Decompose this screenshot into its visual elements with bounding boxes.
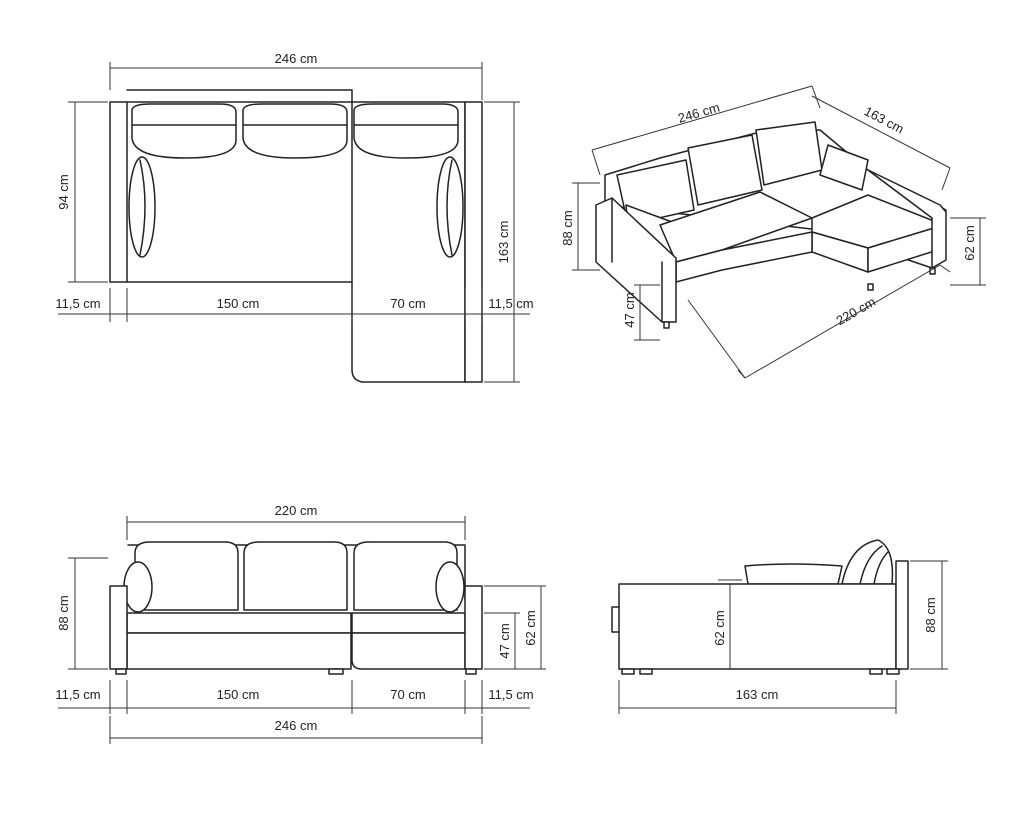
top-overall-width-label: 246 cm xyxy=(275,51,318,66)
side-depth-label: 163 cm xyxy=(736,687,779,702)
front-inner-width-label: 220 cm xyxy=(275,503,318,518)
front-seat-width-label: 150 cm xyxy=(217,687,260,702)
persp-front-width-label: 220 cm xyxy=(834,294,878,328)
persp-seat-height-label: 47 cm xyxy=(622,292,637,327)
perspective-view: 246 cm 163 cm 88 cm 47 cm 62 cm 220 cm xyxy=(560,85,986,379)
top-right-arm-label: 11,5 cm xyxy=(488,296,533,311)
front-seat-height-label: 47 cm xyxy=(497,623,512,658)
front-chaise-height-label: 62 cm xyxy=(523,610,538,645)
front-height-label: 88 cm xyxy=(56,595,71,630)
top-view: 246 cm 94 cm 163 cm 11,5 cm 150 cm 70 cm… xyxy=(55,51,534,383)
side-chaise-height-label: 62 cm xyxy=(712,610,727,645)
top-chaise-width-label: 70 cm xyxy=(390,296,425,311)
front-overall-width-label: 246 cm xyxy=(275,718,318,733)
persp-chaise-depth-label: 163 cm xyxy=(862,103,907,136)
top-depth-label: 94 cm xyxy=(56,174,71,209)
top-seat-width-label: 150 cm xyxy=(217,296,260,311)
persp-height-label: 88 cm xyxy=(560,210,575,245)
side-view: 62 cm 88 cm 163 cm xyxy=(611,539,948,714)
front-right-arm-label: 11,5 cm xyxy=(488,687,533,702)
top-left-arm-label: 11,5 cm xyxy=(55,296,100,311)
front-left-arm-label: 11,5 cm xyxy=(55,687,100,702)
front-view: 220 cm 88 cm 47 cm 62 cm 11,5 cm 150 cm … xyxy=(55,503,546,744)
top-chaise-depth-label: 163 cm xyxy=(496,221,511,264)
persp-chaise-height-label: 62 cm xyxy=(962,225,977,260)
front-chaise-width-label: 70 cm xyxy=(390,687,425,702)
persp-width-label: 246 cm xyxy=(676,100,721,126)
side-height-label: 88 cm xyxy=(923,597,938,632)
